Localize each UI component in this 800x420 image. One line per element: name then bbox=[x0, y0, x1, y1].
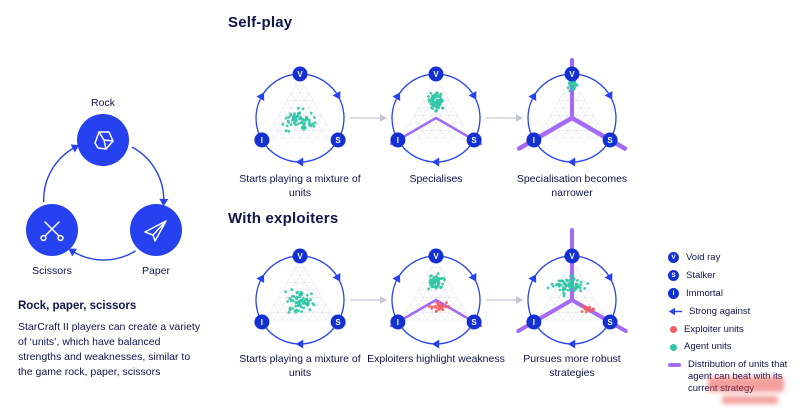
void-ray-badge-icon: V bbox=[668, 252, 679, 264]
legend-label: Void ray bbox=[686, 252, 721, 263]
exploiter-dot-icon bbox=[670, 325, 677, 333]
progression-arrow bbox=[486, 296, 523, 304]
ternary-plot-exploiters-3: V I S bbox=[497, 225, 647, 375]
distribution-line-icon bbox=[668, 363, 681, 367]
rock-icon bbox=[94, 131, 114, 150]
legend-item-agent-units: Agent units bbox=[668, 341, 800, 353]
svg-text:I: I bbox=[397, 318, 399, 327]
svg-text:V: V bbox=[569, 70, 575, 79]
rock-paper-scissors-diagram: Rock Scissors Paper bbox=[26, 97, 182, 277]
svg-text:V: V bbox=[297, 70, 303, 79]
svg-text:S: S bbox=[471, 318, 477, 327]
svg-text:I: I bbox=[397, 136, 399, 145]
plot-caption: Exploiters highlight weakness bbox=[367, 353, 505, 365]
legend-label: Strong against bbox=[689, 305, 751, 317]
paper-label: Paper bbox=[142, 265, 171, 277]
svg-text:S: S bbox=[335, 136, 341, 145]
paper-plane-icon bbox=[144, 220, 167, 242]
plot-caption: Starts playing a mixture of units bbox=[239, 173, 361, 200]
svg-text:S: S bbox=[335, 318, 341, 327]
svg-text:I: I bbox=[261, 136, 263, 145]
ternary-plot-selfplay-1: V I S bbox=[225, 43, 375, 193]
immortal-badge-icon: I bbox=[668, 288, 679, 300]
legend-item-void-ray: V Void ray bbox=[668, 252, 800, 264]
legend-label: Immortal bbox=[686, 287, 723, 299]
section-title-with-exploiters: With exploiters bbox=[228, 210, 339, 227]
progression-arrow bbox=[350, 114, 387, 122]
svg-text:V: V bbox=[433, 252, 439, 261]
cycle-arrowheads bbox=[68, 144, 169, 257]
legend-item-stalker: S Stalker bbox=[668, 270, 800, 282]
progression-arrow bbox=[486, 114, 523, 122]
legend-label: Exploiter units bbox=[684, 323, 744, 335]
ternary-plot-exploiters-1: V I S bbox=[225, 225, 375, 375]
left-panel-heading: Rock, paper, scissors bbox=[18, 300, 137, 312]
svg-text:V: V bbox=[433, 70, 439, 79]
legend-item-immortal: I Immortal bbox=[668, 288, 800, 300]
svg-text:S: S bbox=[607, 318, 613, 327]
ternary-plot-selfplay-3: V I S bbox=[497, 43, 647, 193]
legend-item-strong-against: Strong against bbox=[668, 306, 800, 318]
scissors-icon bbox=[40, 221, 64, 242]
rock-node bbox=[77, 114, 129, 166]
stalker-badge-icon: S bbox=[668, 270, 679, 282]
svg-text:S: S bbox=[471, 136, 477, 145]
agent-dot-icon bbox=[670, 343, 677, 351]
legend-label: Stalker bbox=[686, 269, 716, 281]
cycle-arrows bbox=[42, 146, 165, 261]
plot-caption: Starts playing a mixture of units bbox=[239, 353, 361, 380]
strong-against-arrow-icon bbox=[668, 307, 682, 316]
svg-text:I: I bbox=[261, 318, 263, 327]
plot-caption: Pursues more robust strategies bbox=[523, 353, 621, 380]
svg-text:I: I bbox=[533, 136, 535, 145]
svg-text:S: S bbox=[607, 136, 613, 145]
svg-text:V: V bbox=[297, 252, 303, 261]
paper-node bbox=[130, 204, 182, 256]
ternary-plot-selfplay-2: V I S bbox=[361, 43, 511, 193]
scissors-label: Scissors bbox=[32, 265, 72, 277]
watermark bbox=[708, 377, 792, 404]
plot-caption: Specialises bbox=[409, 173, 463, 185]
plot-caption: Specialisation becomes narrower bbox=[516, 173, 628, 200]
svg-text:I: I bbox=[533, 318, 535, 327]
rock-label: Rock bbox=[91, 97, 116, 109]
legend-item-exploiter-units: Exploiter units bbox=[668, 324, 800, 336]
progression-arrow bbox=[350, 296, 387, 304]
section-title-self-play: Self-play bbox=[228, 14, 293, 31]
legend-label: Agent units bbox=[684, 341, 732, 353]
left-panel-body: StarCraft II players can create a variet… bbox=[18, 321, 201, 378]
ternary-plot-exploiters-2: V I S bbox=[361, 225, 511, 375]
svg-text:V: V bbox=[569, 252, 575, 261]
